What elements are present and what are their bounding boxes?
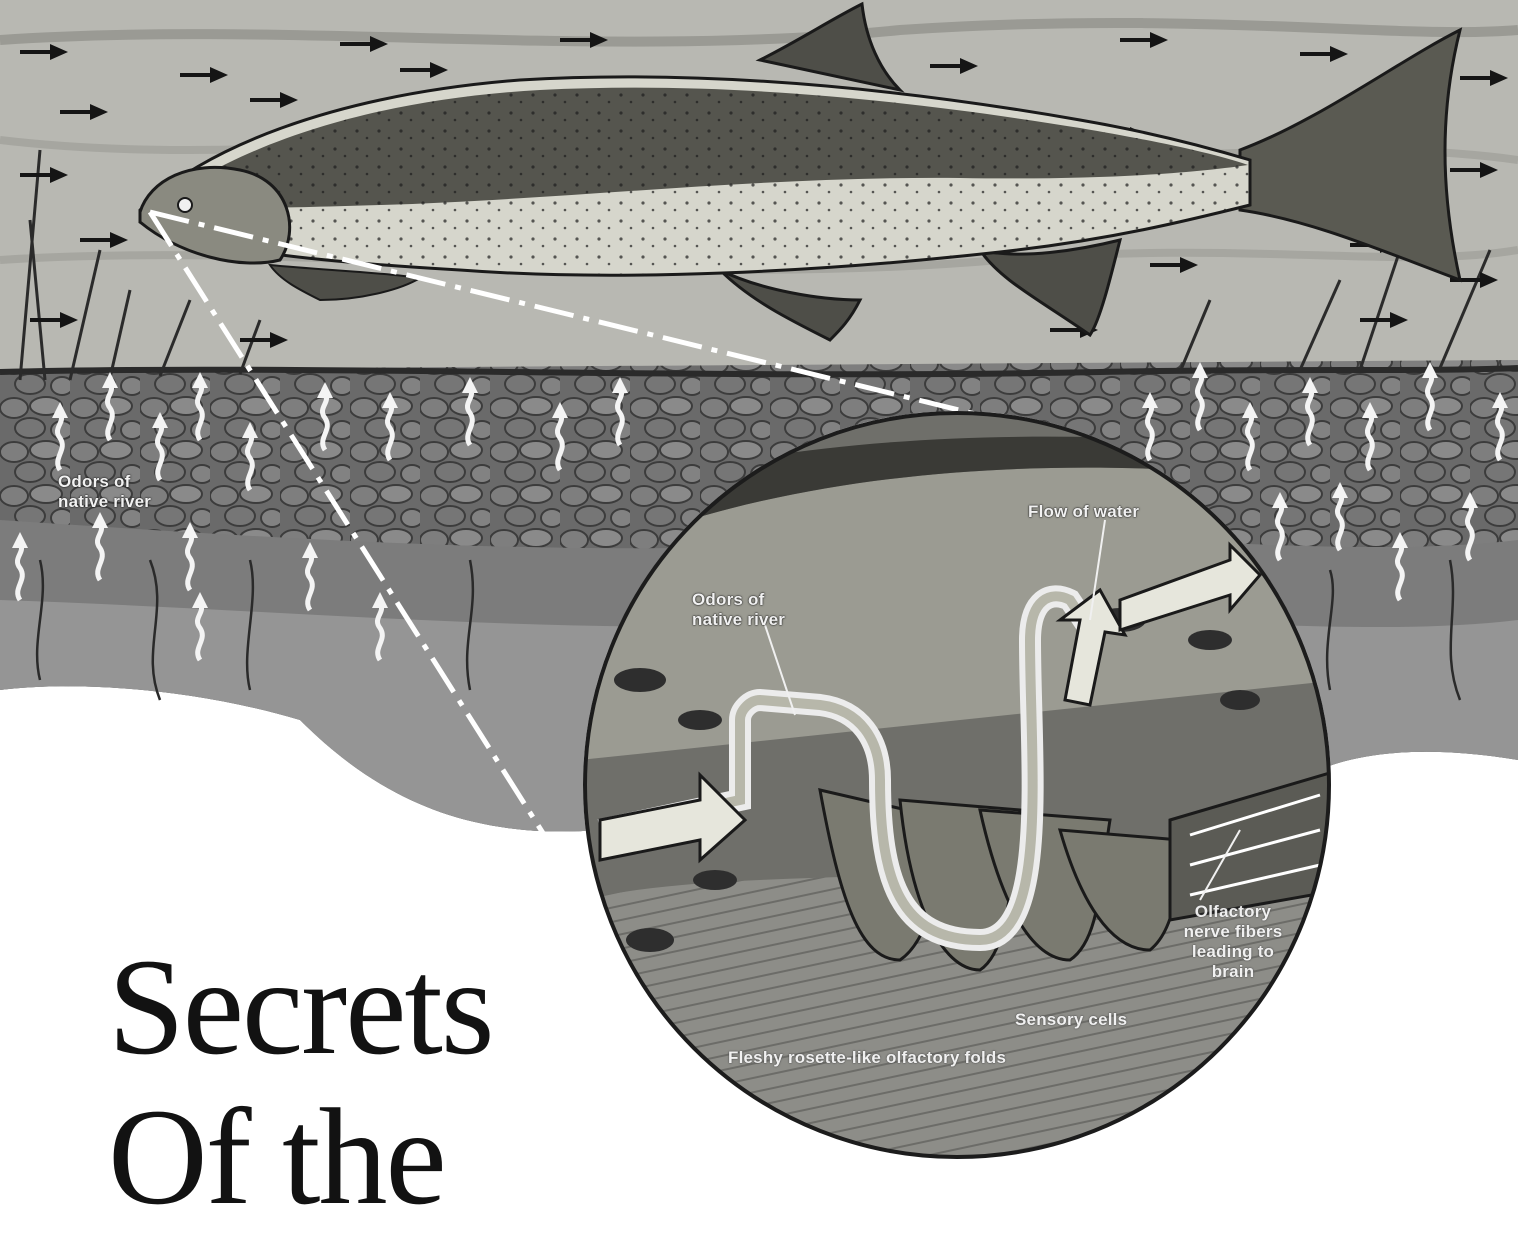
olfactory-folds-label: Fleshy rosette-like olfactory folds	[728, 1048, 1006, 1068]
sensory-cells-label: Sensory cells	[1015, 1010, 1127, 1030]
inset-odors-of-native-river-label: Odors of native river	[692, 590, 785, 630]
article-headline: Secrets Of the	[108, 932, 493, 1232]
odors-of-native-river-label: Odors of native river	[58, 472, 151, 512]
flow-of-water-label: Flow of water	[1028, 502, 1139, 522]
olfactory-nerve-fibers-label: Olfactory nerve fibers leading to brain	[1170, 902, 1296, 982]
